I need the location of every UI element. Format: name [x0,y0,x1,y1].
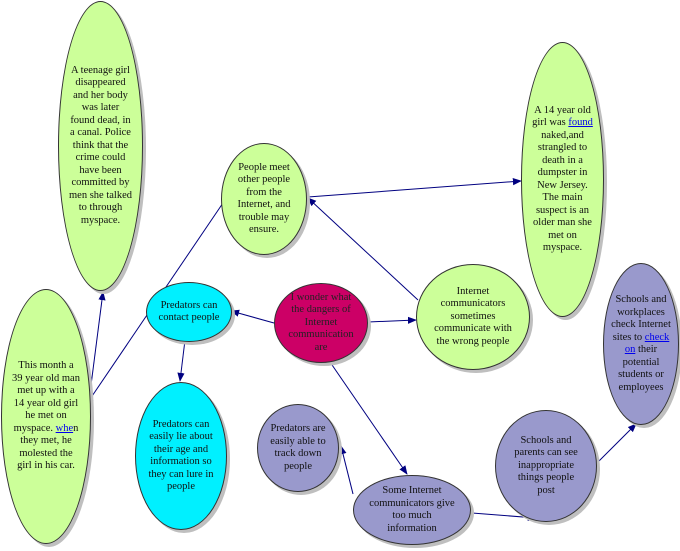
teenage-girl-text: A teenage girl disappeared and her body … [69,64,132,226]
schools-workplaces-text: Schools and workplaces check Internet si… [610,294,672,394]
this-month-text: This month a 39 year old man met up with… [12,360,80,473]
schools-workplaces-text-start: Schools and workplaces check Internet si… [611,294,671,343]
schools-workplaces-text-end: their potential students or employees [618,344,664,393]
schools-workplaces-node[interactable]: Schools and workplaces check Internet si… [603,263,679,425]
edge-center-to-internet-communicators [367,316,417,324]
teenage-girl-node[interactable]: A teenage girl disappeared and her body … [58,1,143,291]
this-month-text-end: n they met, he molested the girl in his … [17,422,79,472]
internet-communicators-text: Internet communicators sometimes communi… [434,285,512,347]
edge-schools-parents-to-schools-workplaces [596,423,637,464]
edge-this-month-to-teenage-girl [89,291,106,394]
edge-predators-contact-to-predators-lie [177,339,186,382]
edge-give-info-to-predators-track [339,445,354,495]
give-info-text: Some Internet communicators give too muc… [369,485,455,534]
edge-center-to-give-info [329,361,408,475]
fourteen-year-girl-text: A 14 year old girl was found naked,and s… [532,105,593,255]
predators-track-node[interactable]: Predators are easily able to track down … [257,404,339,492]
predators-contact-text: Predators can contact people [158,299,220,324]
internet-communicators-node[interactable]: Internet communicators sometimes communi… [416,264,530,370]
found-link[interactable]: found [568,117,593,128]
check-on-link[interactable]: check on [624,331,670,356]
edge-internet-communicators-to-people-meet [307,197,419,301]
center-question-node[interactable]: I wonder what the dangers of Internet co… [274,283,368,363]
this-month-text-start: This month a 39 year old man met up with… [12,360,80,434]
predators-lie-node[interactable]: Predators can easily lie about their age… [135,382,227,530]
fourteen-year-girl-text-start: A 14 year old girl was [532,104,591,129]
center-question-text: I wonder what the dangers of Internet co… [288,291,354,353]
schools-parents-node[interactable]: Schools and parents can see inappropriat… [495,410,597,522]
this-month-node[interactable]: This month a 39 year old man met up with… [1,289,91,544]
edge-people-meet-to-fourteen-girl [307,178,522,198]
whe-link[interactable]: whe [55,422,74,434]
fourteen-year-girl-text-end: naked,and strangled to death in a dumpst… [533,129,592,254]
people-meet-text: People meet other people from the Intern… [237,161,291,236]
predators-contact-node[interactable]: Predators can contact people [146,282,232,342]
schools-parents-text: Schools and parents can see inappropriat… [514,434,578,496]
edge-center-to-predators-contact [230,309,275,324]
predators-track-text: Predators are easily able to track down … [270,423,326,472]
give-info-node[interactable]: Some Internet communicators give too muc… [353,475,471,545]
people-meet-node[interactable]: People meet other people from the Intern… [221,143,307,255]
fourteen-year-girl-node[interactable]: A 14 year old girl was found naked,and s… [521,42,604,317]
predators-lie-text: Predators can easily lie about their age… [148,418,214,493]
